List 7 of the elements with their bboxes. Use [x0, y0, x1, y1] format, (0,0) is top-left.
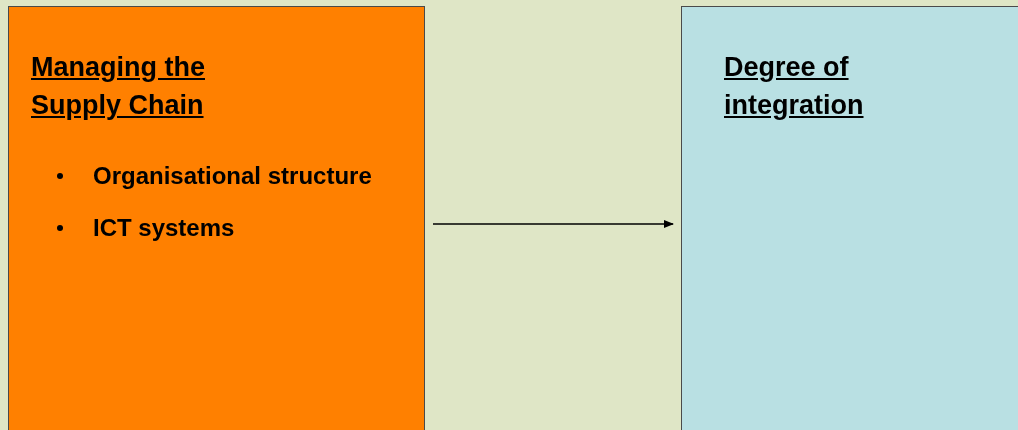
- panel: [681, 6, 1018, 430]
- panel: [8, 6, 425, 430]
- heading: Degree of integration: [724, 51, 865, 122]
- arrow: [432, 220, 674, 228]
- heading: Managing the Supply Chain: [31, 51, 206, 122]
- list-item: Organisational structure: [93, 161, 372, 191]
- list-item: ICT systems: [93, 213, 235, 243]
